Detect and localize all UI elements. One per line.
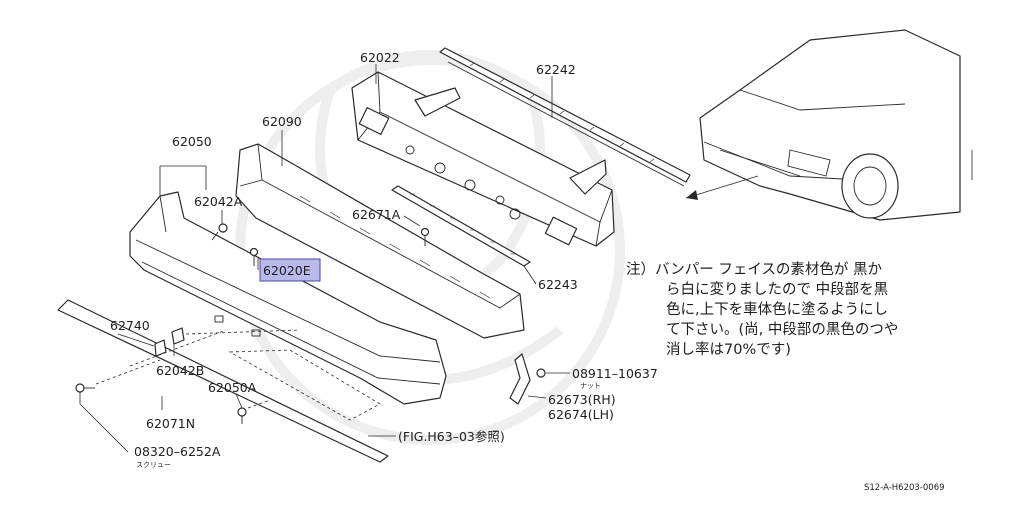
fasteners xyxy=(75,223,546,424)
label-62674[interactable]: 62674(LH) xyxy=(548,407,614,422)
part-62071N-spoiler[interactable] xyxy=(57,299,389,463)
label-62020E[interactable]: 62020E xyxy=(263,263,311,278)
note-line-4: て下さい。(尚, 中段部の黒色のつや xyxy=(666,321,898,338)
car-arrow xyxy=(685,175,759,200)
figure-reference[interactable]: (FIG.H63–03参照) xyxy=(398,429,505,444)
leader-lines xyxy=(79,64,570,453)
label-62090[interactable]: 62090 xyxy=(262,114,302,129)
note-line-1: 注）バンパー フェイスの素材色が 黒か xyxy=(626,261,882,278)
label-62243[interactable]: 62243 xyxy=(538,277,578,292)
label-62050A[interactable]: 62050A xyxy=(208,380,257,395)
part-62243-strip[interactable] xyxy=(391,185,531,267)
highlight-box-62020E xyxy=(259,258,321,282)
label-62042B[interactable]: 62042B xyxy=(156,363,204,378)
label-62071N[interactable]: 62071N xyxy=(146,416,195,431)
label-08911-10637[interactable]: 08911–10637 xyxy=(572,366,658,381)
part-62242-strip[interactable] xyxy=(439,47,691,187)
label-62673[interactable]: 62673(RH) xyxy=(548,392,616,407)
label-62022[interactable]: 62022 xyxy=(360,50,400,65)
note-line-2: ら白に変りましたので 中段部を黒 xyxy=(666,281,888,298)
part-62090-absorber[interactable] xyxy=(235,143,525,339)
label-62242[interactable]: 62242 xyxy=(536,62,576,77)
part-62050-bumper-face[interactable] xyxy=(129,191,447,405)
label-nut: ナット xyxy=(580,382,601,390)
note-line-3: 色に,上下を車体色に塗るようにし xyxy=(666,300,888,318)
note-line-5: 消し率は70%です) xyxy=(666,341,791,358)
diagram-code: S12-A-H6203-0069 xyxy=(864,483,945,493)
part-62022-reinforcement[interactable] xyxy=(351,71,615,247)
part-labels: 62022 62242 62090 62050 62042A 62671A 62… xyxy=(110,50,658,469)
car-illustration xyxy=(699,29,973,221)
label-62671A[interactable]: 62671A xyxy=(352,207,401,222)
label-62042A[interactable]: 62042A xyxy=(194,194,243,209)
bumper-color-note: 注）バンパー フェイスの素材色が 黒か ら白に変りましたので 中段部を黒 色に,… xyxy=(626,261,898,358)
part-lower-panel xyxy=(228,349,381,421)
label-62050[interactable]: 62050 xyxy=(172,134,212,149)
label-62740[interactable]: 62740 xyxy=(110,318,150,333)
label-08320-6252A[interactable]: 08320–6252A xyxy=(134,444,221,459)
label-screw: スクリュー xyxy=(136,461,171,469)
